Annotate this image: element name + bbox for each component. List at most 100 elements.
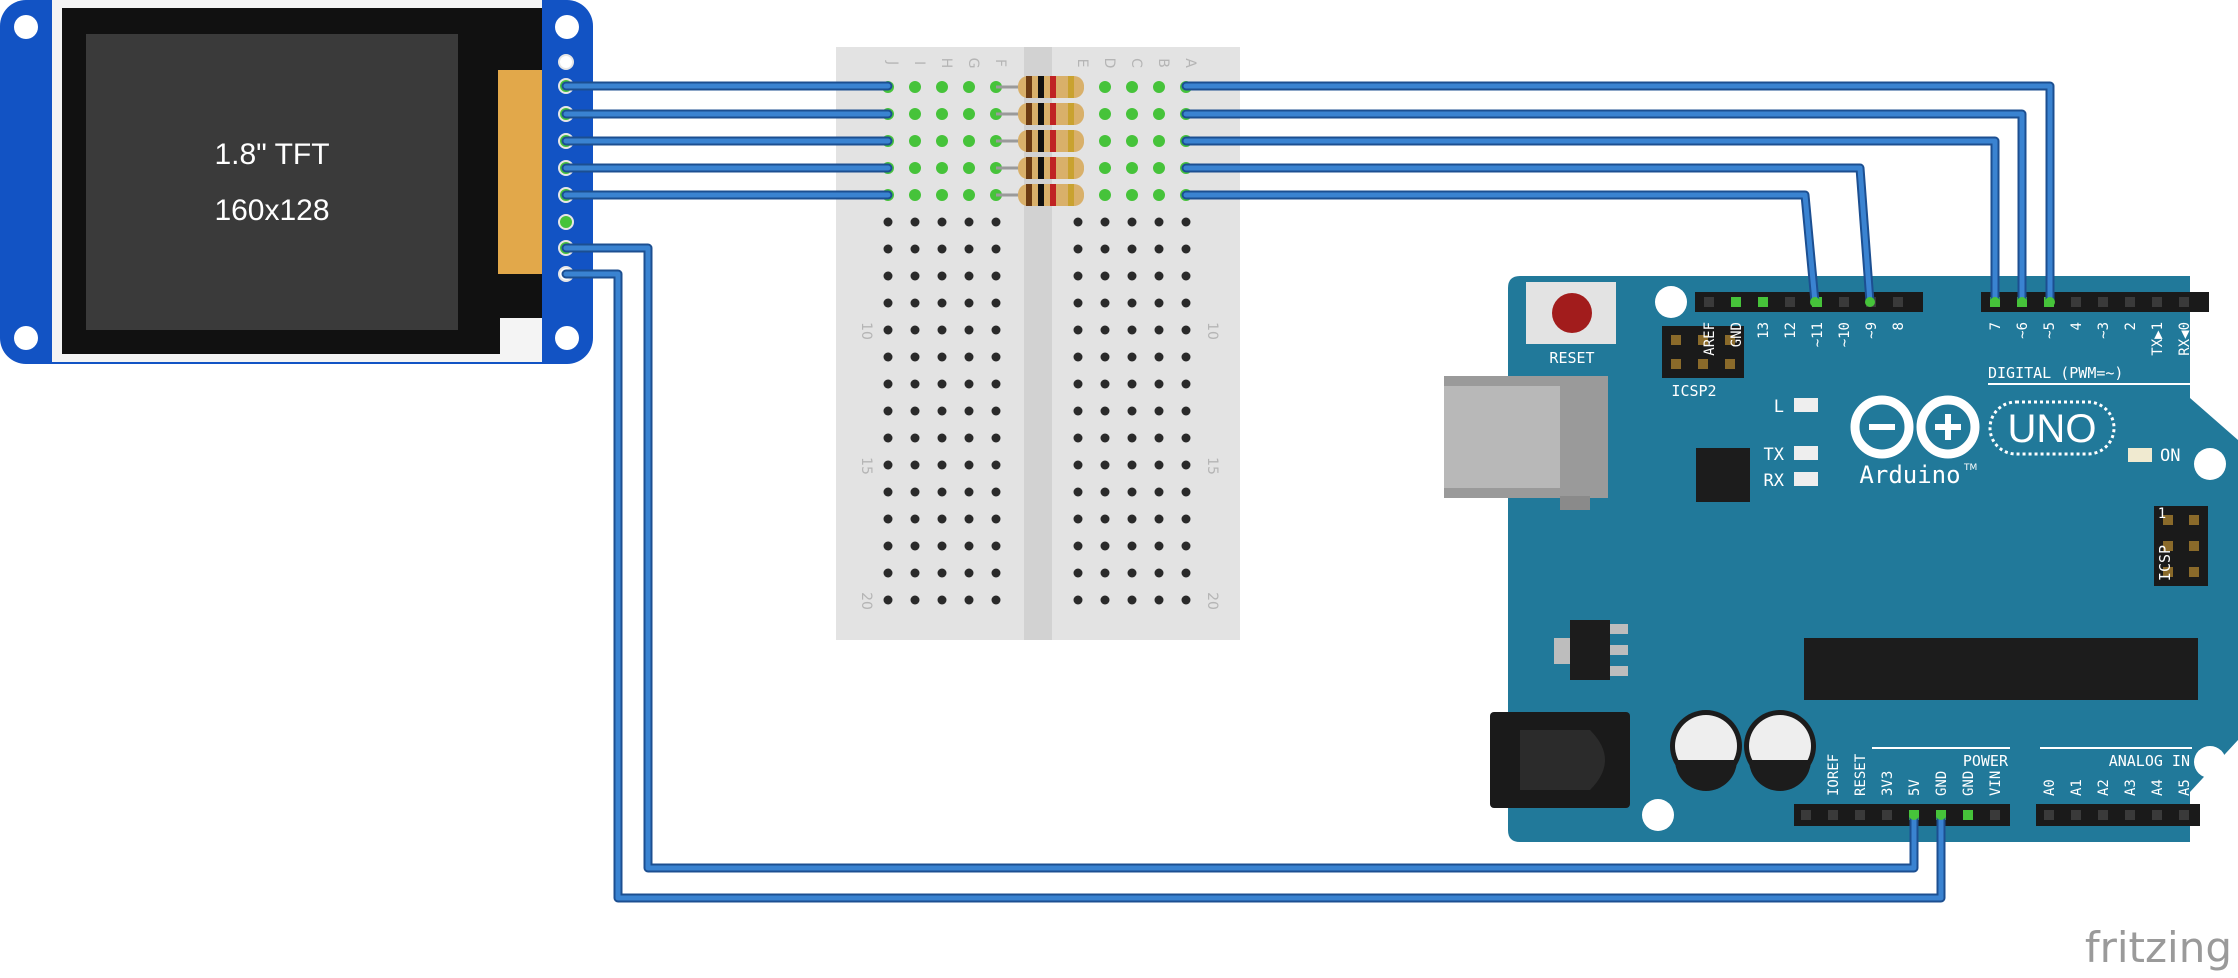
- breadboard-hole[interactable]: [910, 352, 920, 362]
- breadboard-hole[interactable]: [1181, 541, 1191, 551]
- breadboard-hole[interactable]: [910, 325, 920, 335]
- power-pin[interactable]: [1855, 810, 1865, 820]
- breadboard-hole[interactable]: [1073, 217, 1083, 227]
- breadboard-hole[interactable]: [910, 217, 920, 227]
- breadboard-hole[interactable]: [1154, 379, 1164, 389]
- breadboard-hole[interactable]: [964, 244, 974, 254]
- breadboard-hole[interactable]: [1154, 352, 1164, 362]
- breadboard-hole[interactable]: [1154, 568, 1164, 578]
- breadboard-hole[interactable]: [1154, 487, 1164, 497]
- wire-tft-5v[interactable]: [561, 243, 1919, 873]
- breadboard-hole[interactable]: [883, 271, 893, 281]
- analog-pin[interactable]: [2071, 810, 2081, 820]
- breadboard-hole[interactable]: [1100, 217, 1110, 227]
- breadboard-hole[interactable]: [1073, 406, 1083, 416]
- wire-tft-gnd[interactable]: [561, 269, 1946, 903]
- breadboard-hole[interactable]: [1126, 108, 1138, 120]
- wire-bb-pin11[interactable]: [1181, 163, 1875, 307]
- breadboard-hole[interactable]: [1127, 352, 1137, 362]
- digital-pin[interactable]: [1839, 297, 1849, 307]
- breadboard-hole[interactable]: [936, 189, 948, 201]
- breadboard-hole[interactable]: [910, 298, 920, 308]
- breadboard-hole[interactable]: [937, 406, 947, 416]
- breadboard-hole[interactable]: [1073, 271, 1083, 281]
- breadboard-hole[interactable]: [1181, 406, 1191, 416]
- breadboard-hole[interactable]: [1100, 406, 1110, 416]
- breadboard-hole[interactable]: [883, 487, 893, 497]
- breadboard-hole[interactable]: [1073, 541, 1083, 551]
- breadboard-hole[interactable]: [883, 541, 893, 551]
- breadboard-hole[interactable]: [991, 217, 1001, 227]
- breadboard-hole[interactable]: [937, 514, 947, 524]
- breadboard-hole[interactable]: [991, 568, 1001, 578]
- breadboard-hole[interactable]: [936, 108, 948, 120]
- breadboard-hole[interactable]: [1100, 568, 1110, 578]
- breadboard-hole[interactable]: [991, 244, 1001, 254]
- breadboard-hole[interactable]: [1100, 379, 1110, 389]
- breadboard-hole[interactable]: [1154, 271, 1164, 281]
- digital-pin[interactable]: [1758, 297, 1768, 307]
- digital-pin[interactable]: [1704, 297, 1714, 307]
- breadboard-hole[interactable]: [1154, 244, 1164, 254]
- breadboard-hole[interactable]: [1073, 433, 1083, 443]
- breadboard-hole[interactable]: [937, 352, 947, 362]
- breadboard-hole[interactable]: [1100, 352, 1110, 362]
- breadboard-hole[interactable]: [964, 460, 974, 470]
- breadboard-hole[interactable]: [1073, 460, 1083, 470]
- breadboard-hole[interactable]: [883, 433, 893, 443]
- breadboard-hole[interactable]: [1073, 595, 1083, 605]
- icsp2-pin[interactable]: [1671, 335, 1681, 345]
- breadboard-hole[interactable]: [910, 541, 920, 551]
- wire-bb-pin13[interactable]: [1181, 190, 1820, 307]
- breadboard-hole[interactable]: [1073, 298, 1083, 308]
- power-pin[interactable]: [1963, 810, 1973, 820]
- breadboard-hole[interactable]: [1181, 487, 1191, 497]
- breadboard-hole[interactable]: [1073, 568, 1083, 578]
- breadboard-hole[interactable]: [1181, 595, 1191, 605]
- tft-pin[interactable]: [558, 54, 574, 70]
- breadboard-hole[interactable]: [1181, 352, 1191, 362]
- breadboard-hole[interactable]: [991, 541, 1001, 551]
- breadboard-hole[interactable]: [1153, 162, 1165, 174]
- breadboard-hole[interactable]: [963, 108, 975, 120]
- breadboard-hole[interactable]: [937, 298, 947, 308]
- icsp-pin[interactable]: [2163, 541, 2173, 551]
- breadboard-hole[interactable]: [964, 487, 974, 497]
- digital-pin[interactable]: [2125, 297, 2135, 307]
- breadboard-hole[interactable]: [936, 81, 948, 93]
- breadboard-hole[interactable]: [1127, 325, 1137, 335]
- digital-pin[interactable]: [2098, 297, 2108, 307]
- icsp-pin[interactable]: [2189, 541, 2199, 551]
- breadboard-hole[interactable]: [964, 541, 974, 551]
- breadboard-hole[interactable]: [1126, 135, 1138, 147]
- breadboard-hole[interactable]: [1127, 514, 1137, 524]
- breadboard-hole[interactable]: [937, 541, 947, 551]
- breadboard-hole[interactable]: [964, 514, 974, 524]
- breadboard-hole[interactable]: [964, 568, 974, 578]
- analog-pin[interactable]: [2152, 810, 2162, 820]
- breadboard-hole[interactable]: [1153, 135, 1165, 147]
- breadboard-hole[interactable]: [1127, 460, 1137, 470]
- breadboard-hole[interactable]: [909, 108, 921, 120]
- icsp-pin[interactable]: [2189, 515, 2199, 525]
- breadboard-hole[interactable]: [964, 271, 974, 281]
- breadboard-hole[interactable]: [964, 298, 974, 308]
- breadboard-hole[interactable]: [910, 271, 920, 281]
- tft-pin[interactable]: [558, 214, 574, 230]
- breadboard-hole[interactable]: [883, 460, 893, 470]
- breadboard-hole[interactable]: [937, 595, 947, 605]
- breadboard-hole[interactable]: [1127, 217, 1137, 227]
- breadboard-hole[interactable]: [1100, 487, 1110, 497]
- breadboard-hole[interactable]: [991, 595, 1001, 605]
- breadboard-hole[interactable]: [963, 189, 975, 201]
- breadboard-hole[interactable]: [1181, 244, 1191, 254]
- breadboard-hole[interactable]: [1099, 81, 1111, 93]
- digital-pin[interactable]: [1893, 297, 1903, 307]
- breadboard-hole[interactable]: [936, 162, 948, 174]
- breadboard-hole[interactable]: [910, 487, 920, 497]
- breadboard-hole[interactable]: [1099, 108, 1111, 120]
- breadboard-hole[interactable]: [883, 595, 893, 605]
- breadboard-hole[interactable]: [883, 514, 893, 524]
- breadboard-hole[interactable]: [937, 487, 947, 497]
- breadboard-hole[interactable]: [909, 162, 921, 174]
